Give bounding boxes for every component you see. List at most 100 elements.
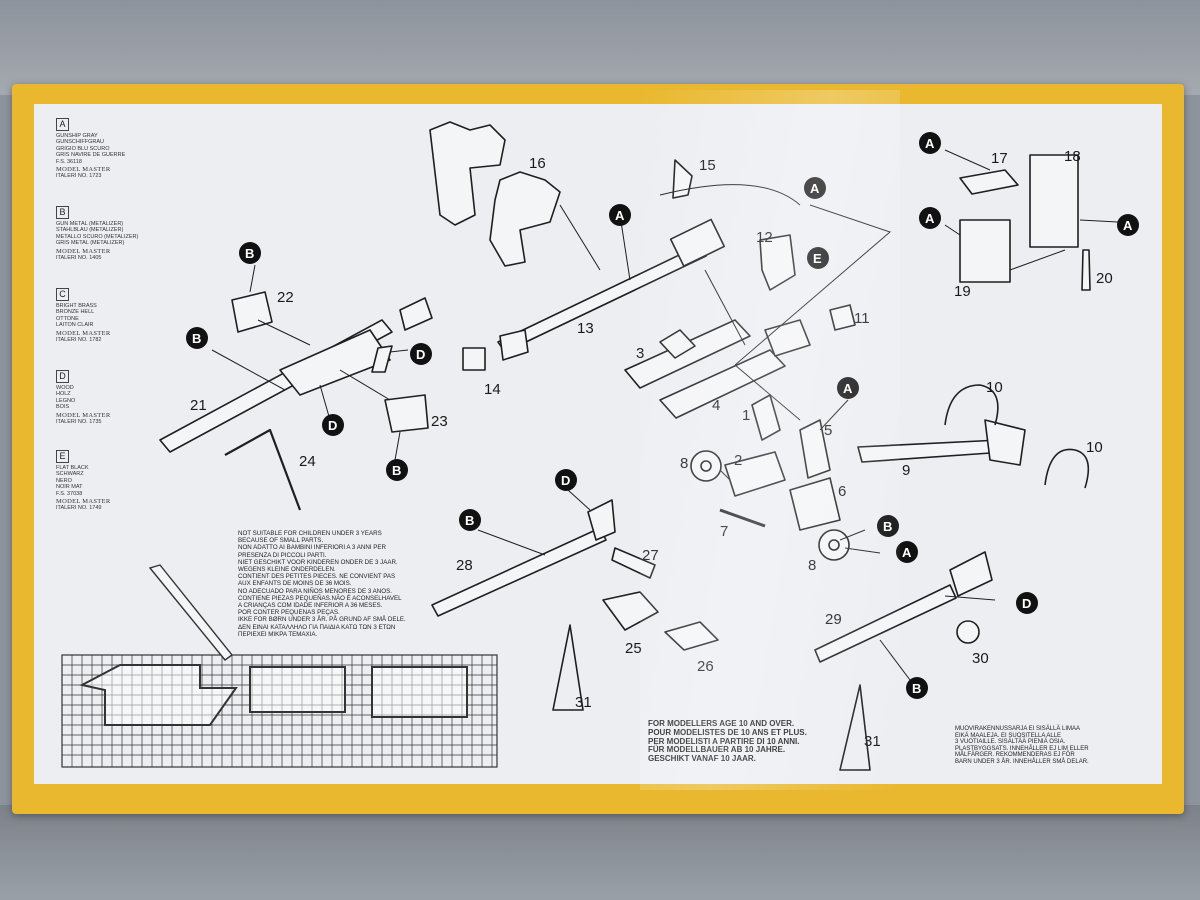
callout-a: A — [609, 204, 631, 226]
age-line: POUR MODELISTES DE 10 ANS ET PLUS. — [648, 727, 807, 737]
template-grid — [61, 564, 498, 768]
part-13-muzzle — [499, 329, 529, 361]
legend-text: FLAT BLACK — [56, 465, 89, 471]
age-line: FÜR MODELLBAUER AB 10 JAHRE. — [648, 745, 786, 755]
part-8-hub — [700, 460, 712, 472]
part-3-top — [659, 329, 696, 359]
legend-text: NOIR MAT — [56, 484, 83, 491]
legend-text: F.S. 37038 — [56, 490, 83, 497]
part-number: 31 — [864, 733, 881, 750]
callout-b: B — [239, 242, 261, 264]
legend-code: ITALERI NO. 1735 — [56, 419, 102, 426]
legend-e: E FLAT BLACK SCHWARZ NERO NOIR MAT F.S. … — [56, 450, 166, 512]
legend-text: GUN METAL (METALIZER) — [56, 221, 124, 227]
part-number: 29 — [825, 611, 842, 628]
callout-letter: D — [416, 347, 425, 362]
leader-lines — [211, 149, 1119, 681]
leader-line — [389, 349, 409, 353]
leader-line — [844, 547, 881, 554]
legend-text: LEGNO — [56, 397, 76, 404]
legend-text: METALLO SCURO (METALIZER) — [56, 233, 139, 240]
part-5 — [799, 419, 831, 479]
callout-letter: A — [925, 211, 935, 226]
callout-d: D — [555, 469, 577, 491]
age-line: FOR MODELLERS AGE 10 AND OVER. — [648, 719, 795, 728]
callout-b: B — [459, 509, 481, 531]
legend-letter: A — [56, 118, 69, 131]
warning-line: MUOVIRAKENNUSSARJA EI SISÄLLÄ LIMAA — [955, 726, 1081, 732]
warning-line: NO ADECUADO PARA NIÑOS MENORES DE 3 ANOS… — [238, 587, 392, 595]
part-number: 27 — [642, 547, 659, 564]
legend-d: D WOOD HOLZ LEGNO BOIS MODEL MASTER ITAL… — [56, 370, 166, 425]
part-number: 12 — [756, 229, 773, 246]
callout-letter: A — [1123, 218, 1133, 233]
part-4-cradle — [659, 349, 786, 419]
part-20-round — [1081, 249, 1091, 291]
part-15 — [672, 159, 693, 199]
part-2 — [724, 451, 786, 497]
part-31-tripod — [839, 684, 871, 771]
warning-line: NON ADATTO AI BAMBINI INFERIORI A 3 ANNI… — [238, 544, 386, 552]
legend-letter: E — [56, 450, 69, 463]
callout-b: B — [906, 677, 928, 699]
part-10-spade — [944, 384, 999, 426]
legend-a: A GUNSHIP GRAY GUNSCHIFFGRAU GRIGIO BLU … — [56, 118, 166, 180]
template-rect — [371, 666, 468, 718]
nordic-warning: MUOVIRAKENNUSSARJA EI SISÄLLÄ LIMAA EIKÄ… — [955, 726, 1089, 766]
part-number: 8 — [680, 455, 688, 472]
part-number: 30 — [972, 650, 989, 667]
part-number: 4 — [712, 397, 720, 414]
part-number: 18 — [1064, 148, 1081, 165]
callout-a: A — [919, 132, 941, 154]
template-rect — [249, 666, 346, 713]
warning-line: NIET GESCHIKT VOOR KINDEREN ONDER DE 3 J… — [238, 558, 398, 566]
age-recommendation: FOR MODELLERS AGE 10 AND OVER. POUR MODE… — [648, 719, 807, 764]
part-number: 7 — [720, 523, 728, 540]
warning-line: ΠΕΡΙΕΧΕΙ ΜΙΚΡΑ ΤΕΜΑΧΙΑ. — [238, 630, 318, 638]
legend-code: ITALERI NO. 1749 — [56, 505, 102, 512]
leader-line — [944, 224, 961, 236]
legend-text: LAITON CLAIR — [56, 322, 94, 329]
warning-line: 3 VUOTIAILLE. SISÄLTÄÄ PIENIÄ OSIA. — [955, 739, 1066, 746]
legend-c: C BRIGHT BRASS BRONZE HELL OTTONE LAITON… — [56, 288, 166, 343]
part-7-axle — [719, 508, 766, 528]
leader-line — [1009, 249, 1066, 271]
part-number: 28 — [456, 557, 473, 574]
warning-line: ΔΕΝ ΕΙΝΑΙ ΚΑΤΑΛΛΗΛΟ ΓΙΑ ΠΑΙΔΙΑ ΚΑΤΩ ΤΩΝ … — [238, 623, 396, 631]
warning-line: BECAUSE OF SMALL PARTS. — [238, 537, 324, 545]
part-16-bracket — [489, 171, 561, 267]
legend-brand: MODEL MASTER — [56, 329, 111, 337]
part-18 — [1029, 154, 1079, 248]
part-number: 26 — [697, 658, 714, 675]
part-number: 3 — [636, 345, 644, 362]
legend-text: OTTONE — [56, 315, 79, 322]
part-21-stock — [399, 297, 433, 331]
part-number: 21 — [190, 397, 207, 414]
part-number: 2 — [734, 452, 742, 469]
part-17 — [959, 169, 1019, 195]
callout-a: A — [896, 541, 918, 563]
leader-line — [394, 431, 401, 461]
leader-line — [879, 639, 911, 681]
age-line: GESCHIKT VANAF 10 JAAR. — [648, 754, 756, 764]
leader-line — [944, 595, 996, 601]
part-e-block — [764, 319, 811, 357]
leader-line — [659, 184, 801, 206]
part-19 — [959, 219, 1011, 283]
legend-text: STAHLBLAU (METALIZER) — [56, 227, 124, 234]
legend-text: GRIS NAVIRE DE GUERRE — [56, 152, 126, 159]
callout-d: D — [410, 343, 432, 365]
leader-line — [704, 269, 746, 346]
warning-line: CONTIENT DES PETITES PIECES. NE CONVIENT… — [238, 573, 396, 581]
part-21-body — [279, 329, 391, 396]
callout-b: B — [186, 327, 208, 349]
part-number: 23 — [431, 413, 448, 430]
callout-b: B — [877, 515, 899, 537]
part-number: 31 — [575, 694, 592, 711]
part-number: 19 — [954, 283, 971, 300]
warning-line: EIKÄ MAALEJA. EI SUOSITELLA ALLE — [955, 732, 1062, 739]
template-shape — [79, 664, 238, 726]
leader-line — [559, 204, 601, 271]
part-number: 14 — [484, 381, 501, 398]
